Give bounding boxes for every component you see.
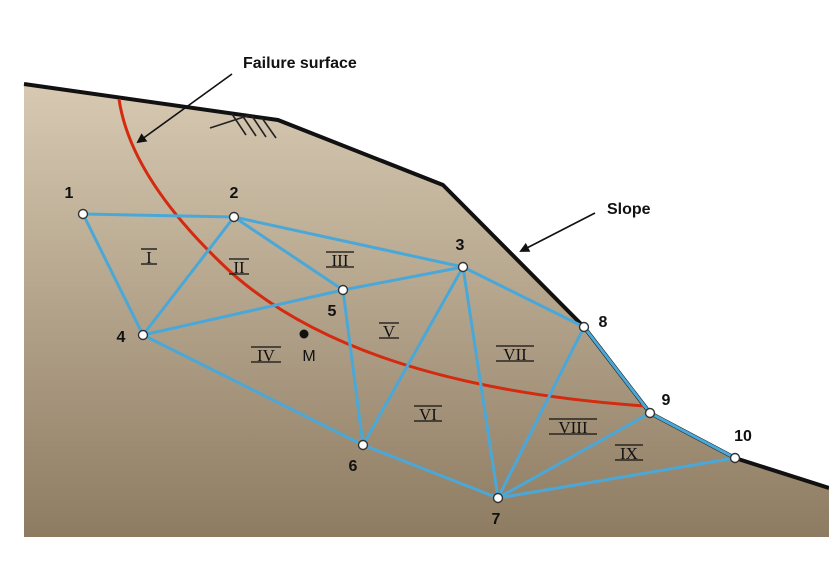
- failure-surface-label: Failure surface: [243, 55, 357, 72]
- node-label: 7: [492, 511, 501, 528]
- node-2: [228, 211, 240, 223]
- node-3: [457, 261, 469, 273]
- mesh-edge: [232, 215, 465, 269]
- node-label: 3: [456, 237, 465, 254]
- mesh-edge: [81, 212, 236, 219]
- element-label: VI: [419, 405, 437, 424]
- node-1: [77, 208, 89, 220]
- mesh-edge: [361, 443, 500, 500]
- element-label: IV: [257, 346, 276, 365]
- element-label: III: [332, 251, 349, 270]
- node-label: 6: [349, 458, 358, 475]
- element-label: II: [233, 258, 245, 277]
- mesh-edge: [496, 456, 737, 500]
- node-6: [357, 439, 369, 451]
- mesh-edge: [141, 288, 345, 337]
- node-label: 8: [599, 314, 608, 331]
- node-label: 10: [734, 428, 752, 445]
- element-label-bars: [141, 248, 643, 461]
- node-label: 5: [328, 303, 337, 320]
- node-8: [578, 321, 590, 333]
- mesh-edge: [496, 411, 652, 500]
- failure-surface-arrow: [136, 73, 233, 144]
- failure-surface-arc: [117, 98, 646, 408]
- point-m-label: M: [302, 348, 315, 365]
- ground-hatch-symbol: [209, 113, 277, 139]
- node-label: 4: [117, 329, 126, 346]
- mesh-edge: [141, 333, 365, 447]
- mesh-edge: [341, 288, 365, 447]
- element-label: VII: [503, 345, 527, 364]
- node-4: [137, 329, 149, 341]
- mesh-edge: [461, 265, 586, 329]
- mesh-edge: [81, 212, 145, 337]
- node-labels: 1 2 3 4 5 6 7 8 9 10: [65, 185, 752, 528]
- mesh-edge: [582, 325, 652, 415]
- slope-arrow: [519, 212, 596, 252]
- node-9: [644, 407, 656, 419]
- element-label: IX: [620, 444, 638, 463]
- element-label: VIII: [558, 418, 588, 437]
- node-label: 9: [662, 392, 671, 409]
- element-labels: I II III IV V VI VII VIII IX: [146, 248, 638, 463]
- point-m-marker: [299, 329, 309, 339]
- node-label: 1: [65, 185, 74, 202]
- mesh-edge: [496, 325, 586, 500]
- element-label: I: [146, 248, 152, 267]
- mesh-edge: [361, 265, 465, 447]
- mesh-edge: [648, 411, 737, 460]
- node-7: [492, 492, 504, 504]
- mesh-edge: [341, 265, 465, 292]
- node-10: [729, 452, 741, 464]
- mesh-edge: [232, 215, 345, 292]
- element-label: V: [383, 322, 396, 341]
- slope-label: Slope: [607, 201, 651, 218]
- mesh-edge: [141, 215, 236, 337]
- mesh-nodes: [77, 208, 741, 504]
- node-5: [337, 284, 349, 296]
- mesh-edge: [461, 265, 500, 500]
- finite-element-mesh: [81, 212, 737, 500]
- node-label: 2: [230, 185, 239, 202]
